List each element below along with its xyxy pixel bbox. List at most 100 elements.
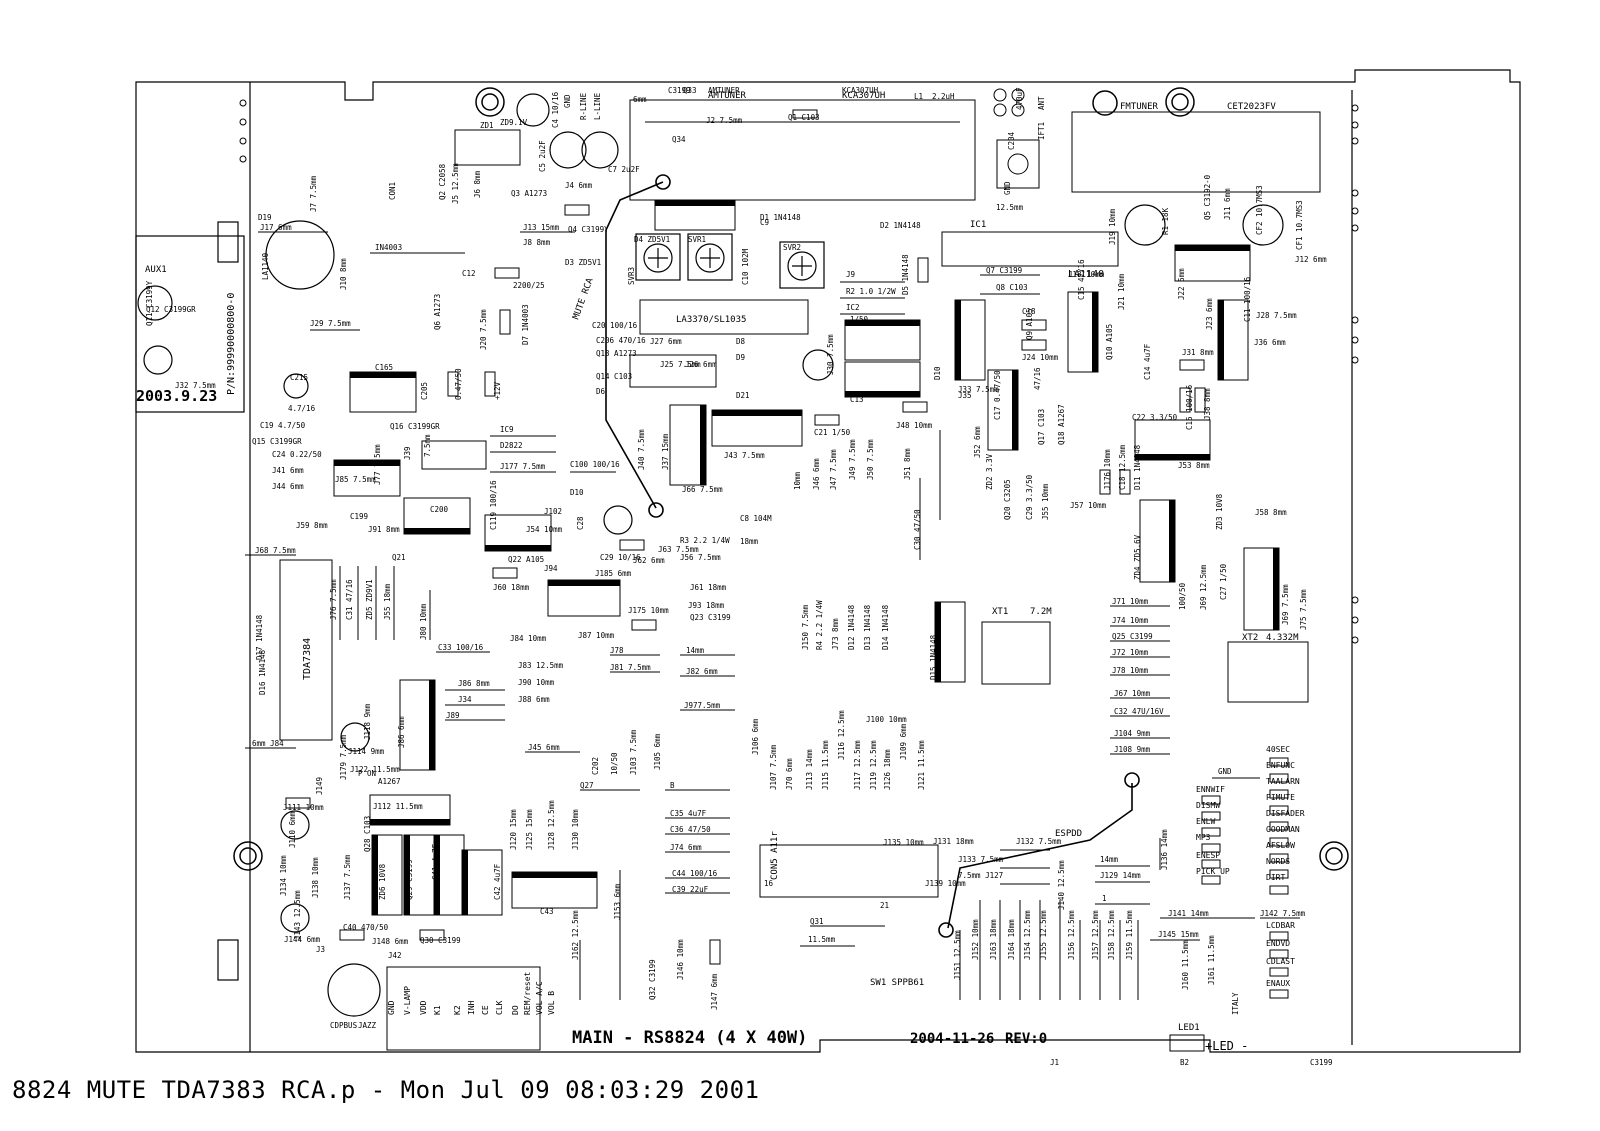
component-label: SVR2 — [783, 243, 801, 252]
mute-rca-label: MUTE RCA — [571, 276, 595, 321]
component-label: J145 15mm — [1158, 930, 1199, 939]
component-label: J104 9mm — [1114, 729, 1151, 738]
component-label: J52 6mm — [973, 426, 982, 458]
component-label: D2822 — [500, 441, 523, 450]
component-label: J75 7.5mm — [1299, 589, 1308, 630]
component-label: J50 7.5mm — [866, 439, 875, 480]
component-label: J61 18mm — [690, 583, 727, 592]
component-label: J119 12.5mm — [869, 740, 878, 790]
component-label: D9 — [736, 353, 745, 362]
component-label: +12V — [493, 381, 502, 400]
component-label: 12.5mm — [996, 203, 1024, 212]
component-label: C9 — [760, 218, 769, 227]
component-label: R3 2.2 1/4W — [680, 536, 730, 545]
component-label: J54 10mm — [526, 525, 563, 534]
component-label: C42 4u7F — [493, 863, 502, 900]
ic-packages — [279, 231, 1119, 1051]
component-label: 4.7/16 — [288, 404, 316, 413]
trimmers — [635, 233, 825, 289]
component-label: J179 7.5mm — [339, 734, 348, 780]
component-label: J20 7.5mm — [479, 309, 488, 350]
component-label: J4 6mm — [565, 181, 593, 190]
component-label: P ON — [358, 769, 376, 778]
capacitor-bands — [334, 200, 1279, 915]
option-jumper-label: ENNWIF — [1196, 785, 1225, 794]
component-label: IC2 — [846, 303, 860, 312]
component-label: J134 10mm — [279, 855, 288, 896]
component-label: J140 12.5mm — [1057, 860, 1066, 910]
option-jumper-label: ENFUNC — [1266, 761, 1295, 770]
component-label: J112 11.5mm — [373, 802, 423, 811]
led-polarity: +LED - — [1205, 1039, 1248, 1053]
component-label: C41 4u7F — [431, 843, 440, 880]
component-label: J108 9mm — [1114, 745, 1151, 754]
component-label: D19 — [258, 213, 272, 222]
component-label: J78 10mm — [1112, 666, 1149, 675]
option-jumper-label: CDLAST — [1266, 957, 1295, 966]
component-label: C29 3.3/50 — [1025, 474, 1034, 520]
plot-footer: 8824 MUTE TDA7383 RCA.p - Mon Jul 09 08:… — [12, 1076, 760, 1104]
component-label: Q29 C3199 — [405, 859, 414, 900]
component-label: J77 7.5mm — [373, 444, 382, 485]
connector-pin-label: REM/reset — [523, 971, 532, 1015]
led-label: LED1 — [1178, 1023, 1200, 1033]
component-label: J128 12.5mm — [547, 800, 556, 850]
component-label: J44 6mm — [272, 482, 304, 491]
component-label: J115 11.5mm — [821, 740, 830, 790]
component-label: ZD1 — [480, 121, 494, 130]
component-label: J93 18mm — [688, 601, 725, 610]
option-jumper-label: DISFADER — [1266, 809, 1305, 818]
component-label: 18mm — [740, 537, 759, 546]
component-label: J126 18mm — [883, 749, 892, 790]
component-label: C19 4.7/50 — [260, 421, 306, 430]
component-label: 6mm — [633, 95, 647, 104]
sub-pcb-stamp: 2003.9.23 — [136, 387, 217, 405]
connector-pin-label: CE — [481, 1005, 490, 1015]
option-jumper-label: AFSLOW — [1266, 841, 1295, 850]
component-label: Q34 — [672, 135, 686, 144]
component-label: D17 1N4148 — [255, 614, 264, 660]
component-label: J143 12.5mm — [293, 890, 302, 940]
component-label: Q10 A105 — [1105, 324, 1114, 360]
component-label: C199 — [350, 512, 368, 521]
sub-pcb-part-number: P/N:99990000800-0 — [226, 293, 237, 395]
component-label: L-LINE — [593, 92, 602, 120]
component-label: J160 11.5mm — [1181, 940, 1190, 990]
component-label: IFT1 — [1037, 122, 1046, 140]
component-label: J102 — [544, 507, 562, 516]
component-label: B — [670, 781, 675, 790]
component-label: J120 15mm — [509, 809, 518, 850]
component-label: J156 12.5mm — [1067, 910, 1076, 960]
component-label: D21 — [736, 391, 750, 400]
component-label: J137 7.5mm — [343, 854, 352, 900]
component-label: J138 10mm — [311, 857, 320, 898]
component-label: Q8 C103 — [996, 283, 1028, 292]
component-label: C7 2u2F — [608, 165, 640, 174]
component-label: D8 — [736, 337, 746, 346]
component-label: J68 7.5mm — [255, 546, 296, 555]
ic1-label: IC1 — [970, 220, 986, 230]
component-label: Q17 C103 — [1037, 409, 1046, 445]
component-label: J103 7.5mm — [629, 729, 638, 775]
component-label: Q6 A1273 — [433, 294, 442, 330]
component-label: J9 — [846, 270, 855, 279]
component-label: J151 12.5mm — [953, 930, 962, 980]
component-label: J177 7.5mm — [500, 462, 546, 471]
component-label: J162 12.5mm — [571, 910, 580, 960]
component-label: Q13 A1273 — [596, 349, 637, 358]
mounting-holes — [233, 87, 1349, 871]
component-label: R1 18K — [1161, 207, 1170, 235]
tuner-modules — [629, 99, 1321, 201]
component-label: J118 9mm — [363, 703, 372, 740]
component-label: J51 8mm — [903, 448, 912, 480]
component-label: J74 10mm — [1112, 616, 1149, 625]
board-outline — [135, 69, 1521, 1053]
component-label: C12 — [462, 269, 476, 278]
component-label: J133 7.5mm — [958, 855, 1004, 864]
component-label: J109 6mm — [899, 723, 908, 760]
component-label: C30 47/50 — [913, 509, 922, 550]
component-label: C119 100/16 — [489, 480, 498, 530]
component-label: ZD6 10V8 — [378, 863, 387, 900]
component-label: D12 1N4148 — [847, 604, 856, 650]
component-label: Q33 — [683, 86, 697, 95]
